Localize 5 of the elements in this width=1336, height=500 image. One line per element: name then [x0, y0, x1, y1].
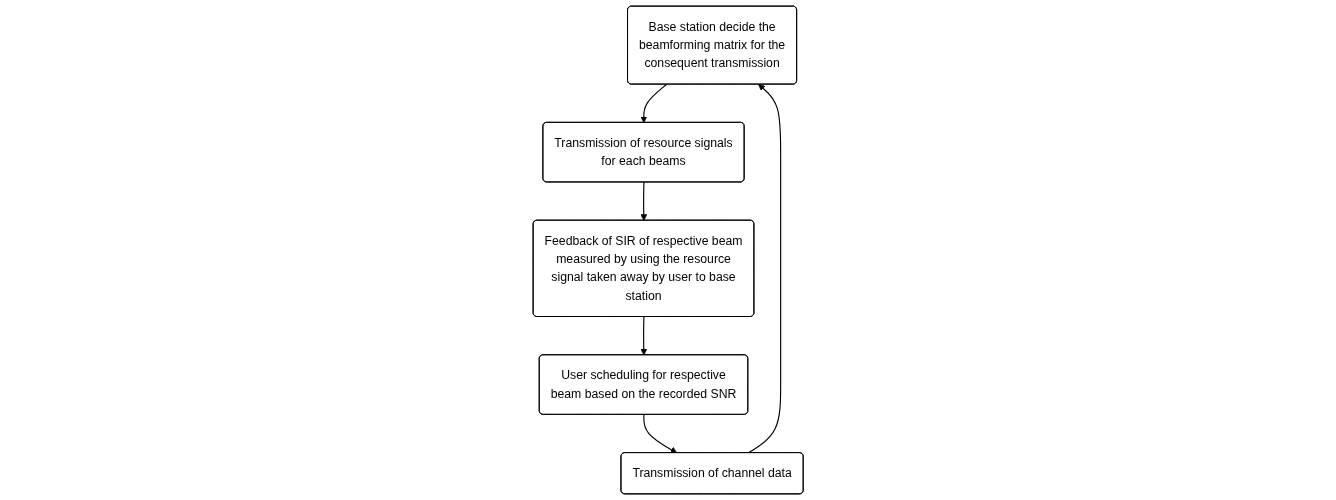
arrow — [640, 316, 647, 356]
arrow — [640, 83, 667, 123]
arrow — [640, 181, 647, 221]
arrow — [747, 84, 782, 454]
arrow — [643, 414, 677, 454]
